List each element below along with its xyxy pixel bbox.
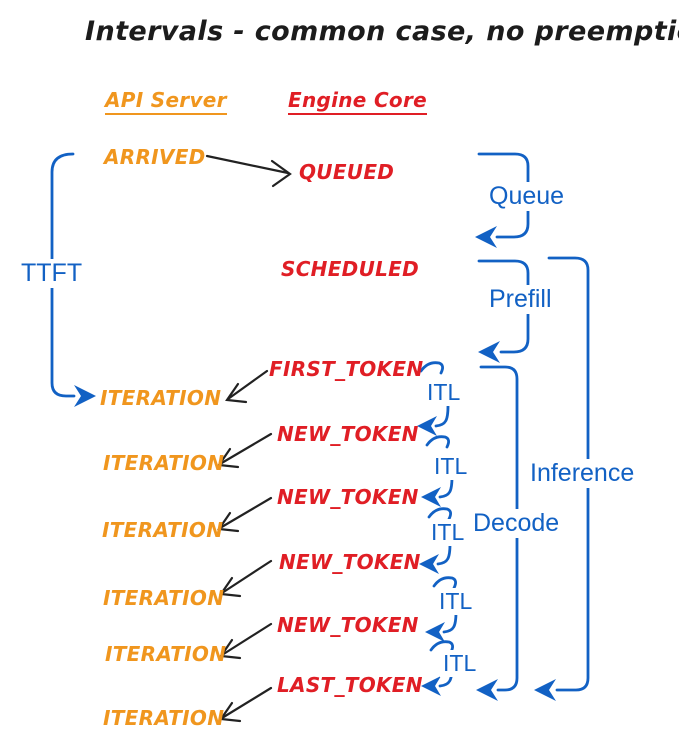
blue-arrowheads: [74, 226, 556, 701]
event-iteration-5: ITERATION: [105, 642, 227, 666]
itl-hook-2: [438, 475, 454, 499]
event-new-token-3: NEW_TOKEN: [279, 550, 421, 574]
arrow-newtoken2-iter3: [218, 496, 273, 530]
arrow-newtoken1-iter2: [218, 432, 273, 466]
interval-label-inference: Inference: [527, 459, 638, 488]
interval-label-decode: Decode: [470, 509, 563, 538]
arrow-lasttoken-iter6-head: [219, 701, 242, 723]
arrow-newtoken4-iter5-head: [219, 638, 242, 660]
interval-label-ttft: TTFT: [18, 259, 86, 288]
itl-arrowhead-1: [417, 416, 437, 436]
diagram-title: Intervals - common case, no preemptions: [85, 16, 679, 47]
event-last-token: LAST_TOKEN: [277, 673, 423, 697]
itl-arrowhead-4: [425, 622, 445, 642]
itl-arc-2: [425, 435, 450, 449]
itl-arc-4: [432, 576, 457, 590]
event-iteration-2: ITERATION: [103, 451, 225, 475]
interval-label-itl-2: ITL: [431, 453, 471, 480]
decode-arrowhead: [476, 679, 498, 701]
interval-label-itl-4: ITL: [436, 588, 476, 615]
event-new-token-4: NEW_TOKEN: [277, 613, 419, 637]
arrow-firsttoken-iter1-head: [225, 382, 248, 404]
event-first-token: FIRST_TOKEN: [269, 357, 424, 381]
interval-label-queue: Queue: [486, 182, 568, 211]
event-queued: QUEUED: [299, 160, 395, 184]
inference-arrowhead: [534, 679, 556, 701]
black-event-arrows: [205, 154, 292, 723]
column-header-api-server: API Server: [105, 88, 227, 115]
arrow-newtoken3-iter4: [220, 559, 273, 595]
itl-arc-1: [419, 361, 444, 375]
column-header-engine-core: Engine Core: [288, 88, 427, 115]
interval-label-itl-5: ITL: [440, 650, 480, 677]
arrow-lasttoken-iter6: [220, 686, 273, 720]
arrow-firsttoken-iter1: [226, 369, 269, 401]
itl-hook-4: [442, 610, 458, 634]
arrow-newtoken1-iter2-head: [217, 447, 240, 469]
itl-arc-3: [427, 507, 452, 521]
arrow-newtoken2-iter3-head: [217, 511, 240, 533]
ttft-bracket: [50, 152, 76, 398]
event-iteration-1: ITERATION: [100, 386, 222, 410]
queue-arrowhead: [475, 226, 497, 248]
interval-label-itl-1: ITL: [424, 379, 464, 406]
itl-arrowhead-3: [419, 554, 439, 574]
arrow-arrived-queued: [205, 154, 290, 175]
event-arrived: ARRIVED: [104, 145, 206, 169]
interval-label-itl-3: ITL: [428, 519, 468, 546]
arrow-arrived-queued-head: [270, 159, 292, 188]
event-scheduled: SCHEDULED: [281, 257, 420, 281]
arrow-newtoken4-iter5: [220, 622, 273, 657]
event-iteration-6: ITERATION: [103, 706, 225, 730]
event-new-token-2: NEW_TOKEN: [277, 485, 419, 509]
itl-hook-1: [434, 404, 450, 428]
itl-arrowhead-5: [421, 676, 441, 696]
prefill-arrowhead: [478, 341, 500, 363]
interval-label-prefill: Prefill: [486, 285, 555, 314]
itl-hook-3: [436, 542, 452, 566]
event-new-token-1: NEW_TOKEN: [277, 422, 419, 446]
ttft-arrowhead: [74, 385, 96, 407]
arrow-newtoken3-iter4-head: [219, 576, 242, 598]
event-iteration-4: ITERATION: [103, 586, 225, 610]
itl-arc-5: [429, 640, 454, 654]
event-iteration-3: ITERATION: [102, 518, 224, 542]
itl-arrowhead-2: [421, 487, 441, 507]
